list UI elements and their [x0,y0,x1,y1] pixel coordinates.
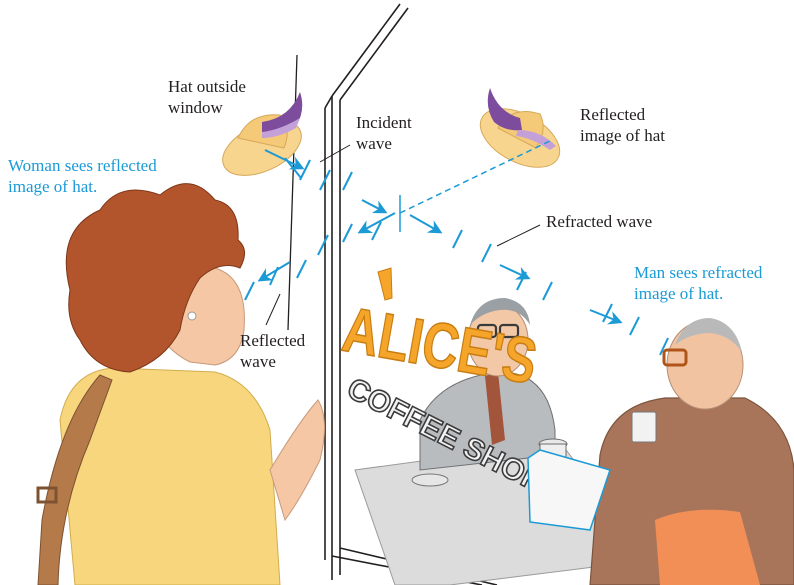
reflected-wave [245,213,395,300]
reflection-dashed-line [400,140,552,213]
leader-refracted [497,225,540,246]
hat-reflected-image [471,88,569,179]
label-refracted-wave: Refracted wave [546,211,652,232]
pointer-line [266,294,280,325]
woman [38,184,325,585]
normal-line [288,55,297,330]
